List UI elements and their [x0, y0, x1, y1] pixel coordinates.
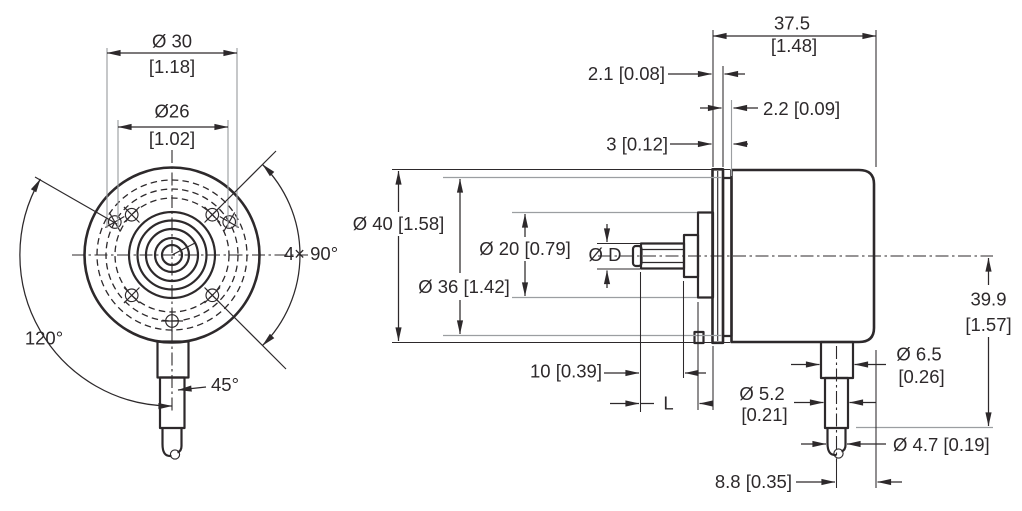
dim-399-label: 39.9: [970, 289, 1006, 310]
dim-d65: Ø 6.5 [0.26]: [791, 344, 945, 387]
dim-21-label: 2.1 [0.08]: [588, 63, 665, 84]
dim-d26-inch-label: [1.02]: [149, 128, 195, 149]
shaft: [631, 242, 686, 270]
dim-d52-label: Ø 5.2: [739, 383, 784, 404]
mounting-hole: [123, 287, 140, 304]
dim-10-label: 10 [0.39]: [530, 361, 602, 382]
dim-375: 37.5 [1.48]: [712, 13, 877, 167]
dim-375-inch-label: [1.48]: [771, 35, 817, 56]
dim-3-label: 3 [0.12]: [606, 134, 668, 155]
dim-21: 2.1 [0.08]: [588, 63, 745, 167]
dim-3: 3 [0.12]: [606, 134, 748, 155]
dim-front-d30: Ø 30 [1.18]: [106, 31, 238, 228]
dim-399-inch-label: [1.57]: [965, 314, 1011, 335]
dim-d36: Ø 36 [1.42]: [418, 176, 722, 337]
dim-d40-label: Ø 40 [1.58]: [353, 213, 445, 234]
mounting-hole: [123, 206, 140, 223]
dim-d20-label: Ø 20 [0.79]: [479, 238, 571, 259]
dim-88: 8.8 [0.35]: [715, 350, 902, 492]
dim-d65-inch-label: [0.26]: [898, 366, 944, 387]
angle-120-label: 120°: [25, 328, 63, 349]
angle-45-label: 45°: [211, 374, 239, 395]
dim-d30-inch-label: [1.18]: [149, 56, 195, 77]
dim-399: 39.9 [1.57]: [856, 257, 1012, 429]
dim-angle-120: 120°: [19, 176, 173, 410]
side-view: 37.5 [1.48] 2.1 [0.08] 2.2 [0.09] 3 [0.1…: [353, 13, 1012, 493]
locating-pin: [693, 330, 705, 345]
front-cable-outlet: [156, 340, 190, 460]
dim-22-label: 2.2 [0.09]: [763, 98, 840, 119]
dim-d47-label: Ø 4.7 [0.19]: [893, 434, 990, 455]
dim-d20: Ø 20 [0.79]: [479, 211, 697, 299]
dim-angle-4x90: 4× 90°: [205, 150, 338, 370]
dim-d26-label: Ø26: [155, 101, 190, 122]
dim-d40: Ø 40 [1.58]: [353, 168, 730, 344]
mounting-hole: [161, 310, 183, 332]
dim-L-label: L: [663, 393, 673, 414]
dim-front-d26: Ø26 [1.02]: [117, 101, 229, 228]
mounting-boss: [696, 211, 715, 299]
dim-375-label: 37.5: [774, 13, 810, 34]
housing-body: [730, 168, 876, 344]
dim-88-label: 8.8 [0.35]: [715, 471, 792, 492]
dim-d47: Ø 4.7 [0.19]: [801, 434, 990, 455]
front-view: Ø 30 [1.18] Ø26 [1.02] 4× 90° 120° 45: [19, 31, 338, 460]
dim-d30-label: Ø 30: [152, 31, 192, 52]
side-cable-outlet: [819, 340, 855, 459]
dim-d36-label: Ø 36 [1.42]: [418, 276, 510, 297]
dim-angle-45: 45°: [177, 374, 239, 395]
dim-d65-label: Ø 6.5: [896, 344, 941, 365]
dim-22: 2.2 [0.09]: [700, 98, 840, 176]
dim-d52: Ø 5.2 [0.21]: [739, 383, 876, 425]
mounting-hole: [219, 212, 240, 232]
dim-d52-inch-label: [0.21]: [741, 404, 787, 425]
angle-4x90-label: 4× 90°: [284, 243, 338, 264]
front-recess-circle: [96, 179, 248, 331]
dim-dD: Ø D: [589, 224, 640, 288]
dim-L: L: [610, 302, 714, 414]
dim-10: 10 [0.39]: [530, 272, 706, 412]
dim-dD-label: Ø D: [589, 244, 622, 265]
